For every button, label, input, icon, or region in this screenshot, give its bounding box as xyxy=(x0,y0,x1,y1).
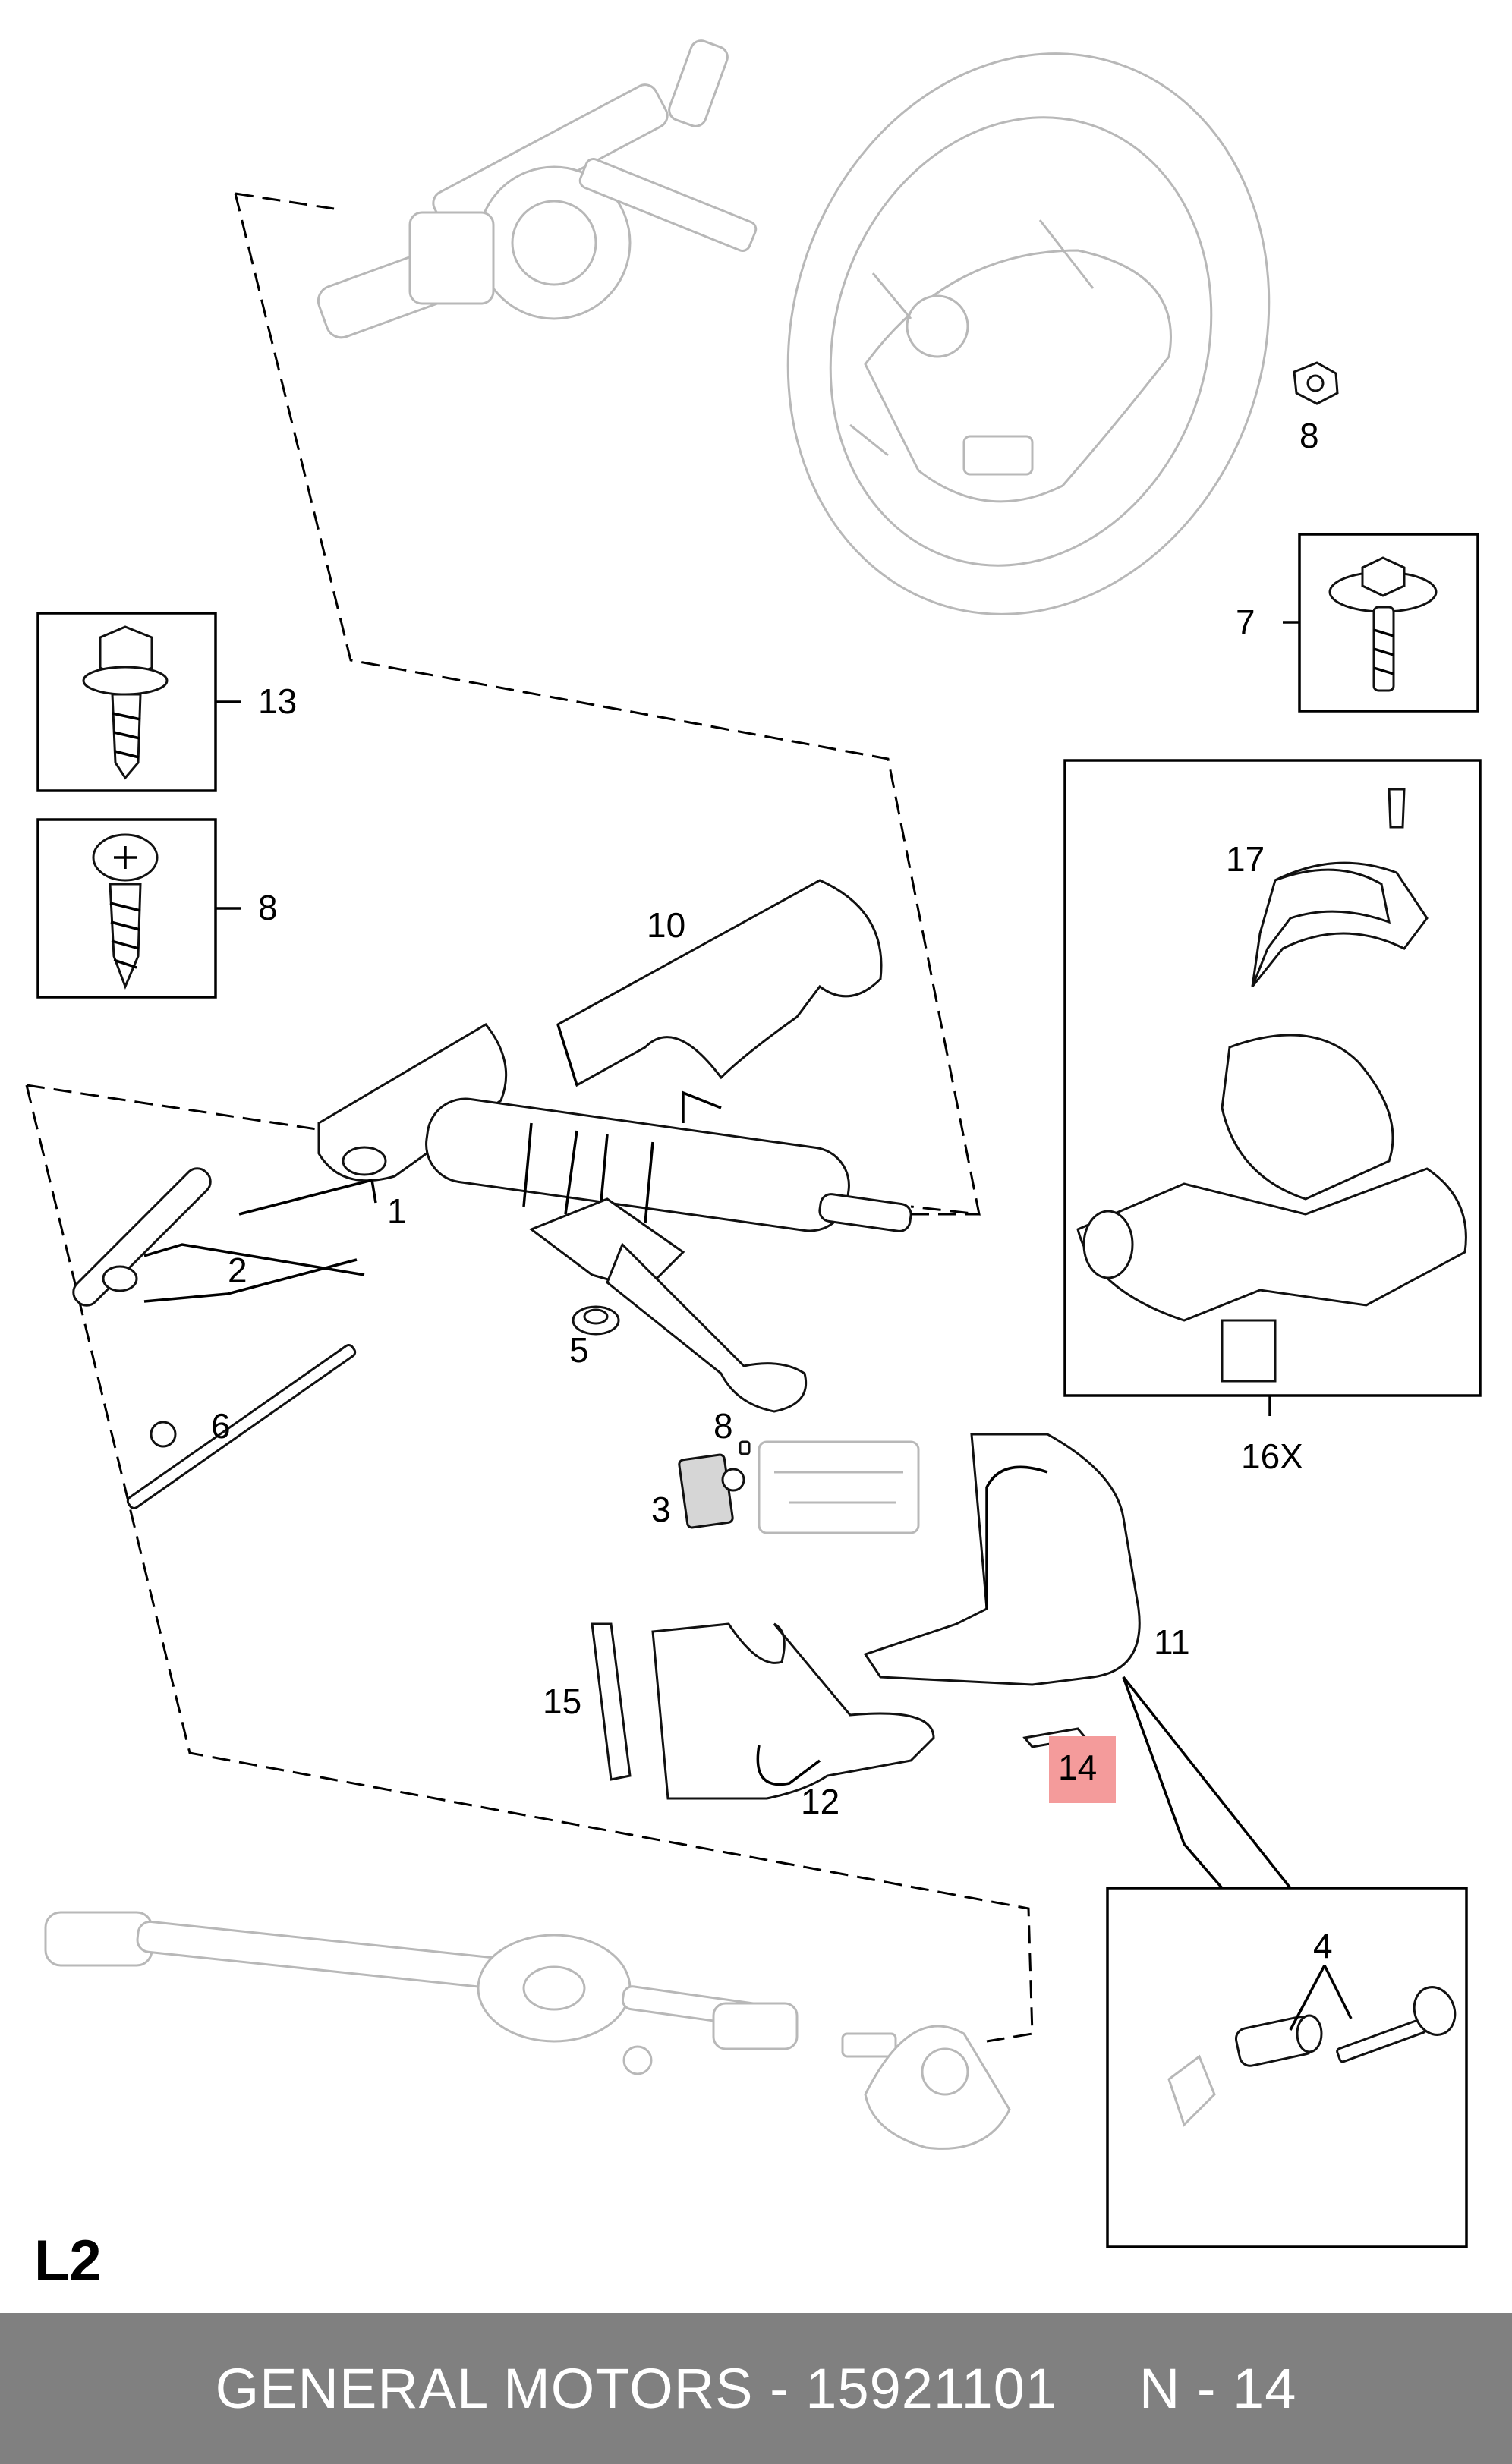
leader-lines xyxy=(143,621,1353,2031)
ignition-housing-part-16X xyxy=(1076,788,1467,1383)
hex-bolt-part-13 xyxy=(82,625,169,780)
callout-8: 8 xyxy=(713,1406,733,1446)
part-4-box xyxy=(1106,1887,1468,2248)
callout-4: 4 xyxy=(1313,1926,1333,1965)
callout-8-box: 8 xyxy=(258,888,278,927)
footer-part-number: GENERAL MOTORS - 15921101 N - 14 xyxy=(215,2357,1297,2420)
callout-12: 12 xyxy=(801,1782,839,1821)
callout-2: 2 xyxy=(228,1251,247,1290)
upper-assembly-outline xyxy=(234,193,981,1216)
callout-5: 5 xyxy=(569,1330,589,1370)
steering-wheel xyxy=(786,52,1271,615)
callout-7: 7 xyxy=(1236,603,1255,642)
lower-assembly-outline xyxy=(26,1084,327,1132)
lower-shroud-part-11 xyxy=(863,1433,1141,1686)
callout-9: 8 xyxy=(1299,416,1319,455)
nut-part-9 xyxy=(1293,361,1339,405)
lower-shroud-part-12 xyxy=(651,1622,935,1800)
callout-14: 14 xyxy=(1058,1748,1097,1787)
key-part-4 xyxy=(1336,1986,1457,2063)
upper-assembly-top xyxy=(235,192,335,210)
lower-assembly-outline-2 xyxy=(25,1084,1034,2043)
pin-part-2 xyxy=(72,1167,212,1307)
steering-column-part-1 xyxy=(317,1023,912,1413)
lock-cylinder-part-4 xyxy=(1167,2014,1323,2127)
part-16X-box xyxy=(1063,759,1482,1397)
callout-3: 3 xyxy=(651,1490,671,1529)
lock-ring-part-17 xyxy=(1251,868,1391,987)
parts-diagram: 8 7 13 8 10 17 1 2 5 6 16X 8 3 11 15 14 … xyxy=(25,39,1482,2293)
upper-shroud-part-10 xyxy=(556,879,883,1087)
long-bolt-part-6 xyxy=(126,1344,357,1509)
nut-part-5 xyxy=(572,1305,620,1336)
callout-10: 10 xyxy=(647,905,685,945)
callout-11: 11 xyxy=(1154,1622,1190,1662)
callout-16X: 16X xyxy=(1241,1437,1303,1476)
footer-bar: GENERAL MOTORS - 15921101 N - 14 xyxy=(0,2313,1512,2464)
section-code: L2 xyxy=(34,2229,102,2293)
flange-bolt-part-7 xyxy=(1328,556,1438,692)
callout-14-highlight xyxy=(1049,1736,1116,1803)
callout-17: 17 xyxy=(1226,839,1265,879)
tapping-screw-part-8 xyxy=(92,833,159,990)
intermediate-shaft xyxy=(44,1911,1011,2150)
callout-15: 15 xyxy=(543,1682,581,1721)
trim-strip-part-15 xyxy=(591,1622,632,1781)
ignition-switch-part-3 xyxy=(678,1440,920,1534)
multifunction-switch xyxy=(317,39,758,339)
callout-13: 13 xyxy=(258,681,297,721)
callout-1: 1 xyxy=(387,1191,407,1231)
callout-6: 6 xyxy=(211,1406,231,1446)
